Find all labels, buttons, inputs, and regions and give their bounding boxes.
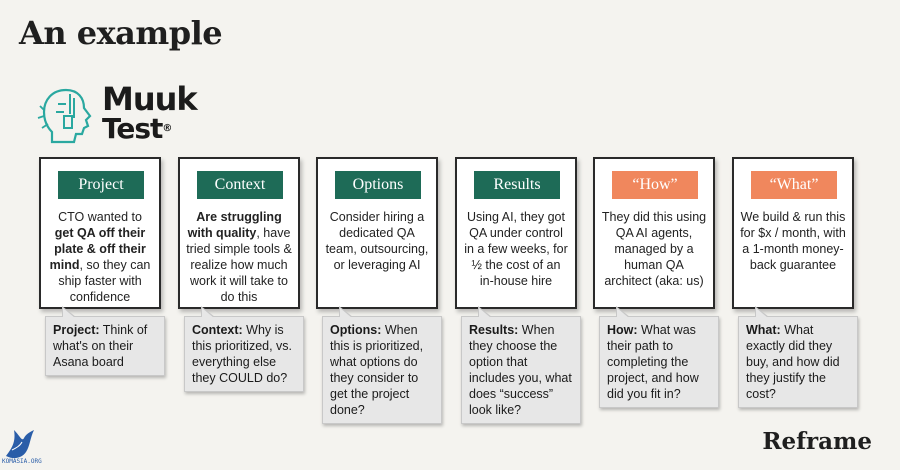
card-body-text: Using AI, they got QA under control in a… [464,210,568,288]
logo-line-1: Muuk [102,80,198,118]
callout-text: Results: [469,323,519,337]
card-body-text: Are struggling with quality [187,210,282,240]
card-body-text: get QA off their plate & off their mind [49,226,146,272]
card-body-text: They did this using QA AI agents, manage… [601,210,707,288]
card-tag: Context [197,171,283,199]
callout-3: Results: When they choose the option tha… [461,306,581,424]
robot-face-icon [37,88,92,144]
callout-1: Context: Why is this prioritized, vs. ev… [184,306,304,392]
muuktest-logo: Muuk Test® [36,80,216,146]
callout-text: What: [746,323,781,337]
card-body: They did this using QA AI agents, manage… [601,209,707,289]
callout-0: Project: Think of what's on their Asana … [45,306,165,376]
reframe-brand: Reframe [762,428,872,455]
callout-text: Why is this prioritized, vs. everything … [192,323,293,385]
card-tag: Results [474,171,560,199]
callout-4: How: What was their path to completing t… [599,306,719,408]
callout-text: Options: [330,323,382,337]
callout-text: Project: [53,323,100,337]
page-title: An example [19,14,223,52]
callout-text: Context: [192,323,243,337]
callout-text: How: [607,323,638,337]
callout-text: What exactly did they buy, and how did t… [746,323,840,401]
card-body: We build & run this for $x / month, with… [740,209,846,273]
callout-text: What was their path to completing the pr… [607,323,699,401]
watermark-text: KOMASIA.ORG [2,458,42,465]
card-body-text: We build & run this for $x / month, with… [740,210,846,272]
logo-registered-mark: ® [162,123,172,134]
callout-text: When they choose the option that include… [469,323,572,417]
card-body-text: Consider hiring a dedicated QA team, out… [325,210,429,272]
card-body: Consider hiring a dedicated QA team, out… [324,209,430,273]
card-tag: Options [335,171,421,199]
card-tag: Project [58,171,144,199]
card-body-text: CTO wanted to [58,210,142,224]
card-body: Are struggling with quality, have tried … [186,209,292,305]
card-body-text: , have tried simple tools & realize how … [186,226,292,304]
card-body-text: , so they can ship faster with confidenc… [58,258,151,304]
callout-5: What: What exactly did they buy, and how… [738,306,858,408]
card-tag: “How” [612,171,698,199]
logo-line-2: Test [102,112,163,145]
callout-2: Options: When this is prioritized, what … [322,306,442,424]
card-4: “How” They did this using QA AI agents, m… [593,157,715,309]
card-body: Using AI, they got QA under control in a… [463,209,569,289]
eagle-icon [6,430,34,459]
card-body: CTO wanted to get QA off their plate & o… [47,209,153,305]
callout-text: When this is prioritized, what options d… [330,323,424,417]
callout-text: Think of what's on their Asana board [53,323,148,369]
card-5: “What” We build & run this for $x / month… [732,157,854,309]
card-tag: “What” [751,171,837,199]
